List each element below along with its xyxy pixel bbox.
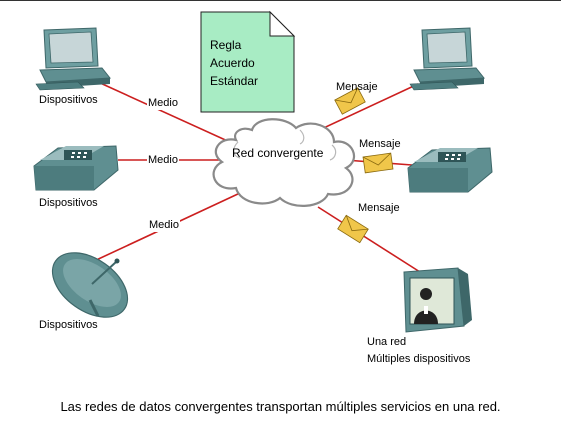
policy-document-icon	[200, 10, 296, 113]
document-line-agreement: Acuerdo	[210, 56, 255, 70]
document-line-rule: Regla	[210, 38, 242, 52]
figure-caption: Las redes de datos convergentes transpor…	[60, 399, 501, 414]
link-right-3	[317, 206, 421, 273]
message-envelope-icon	[334, 87, 366, 115]
multiple-devices-label: Múltiples dispositivos	[367, 353, 471, 365]
link-label-medium: Medio	[147, 154, 179, 167]
device-label: Dispositivos	[39, 94, 98, 106]
ip-phone-icon	[407, 147, 493, 193]
satellite-dish-icon	[51, 252, 129, 318]
desktop-computer-icon	[35, 27, 111, 91]
message-envelope-icon	[337, 214, 369, 244]
message-label: Mensaje	[336, 81, 378, 93]
device-label: Dispositivos	[39, 197, 98, 209]
message-envelope-icon	[362, 152, 394, 174]
desktop-computer-icon	[409, 27, 485, 91]
message-label: Mensaje	[359, 138, 401, 150]
document-line-standard: Estándar	[210, 74, 259, 88]
ip-phone-icon	[33, 145, 119, 191]
link-label-medium: Medio	[148, 219, 180, 232]
cloud-label: Red convergente	[232, 146, 324, 160]
cloud-icon	[212, 118, 356, 207]
network-label: Una red	[367, 336, 407, 348]
top-rule	[0, 0, 561, 1]
link-label-medium: Medio	[147, 97, 179, 110]
link-right-1	[314, 83, 419, 133]
message-label: Mensaje	[358, 202, 400, 214]
device-label: Dispositivos	[39, 319, 98, 331]
policy-document-text: Regla Acuerdo Estándar	[210, 36, 258, 90]
link-left-1	[97, 81, 233, 144]
video-monitor-icon	[403, 267, 472, 333]
